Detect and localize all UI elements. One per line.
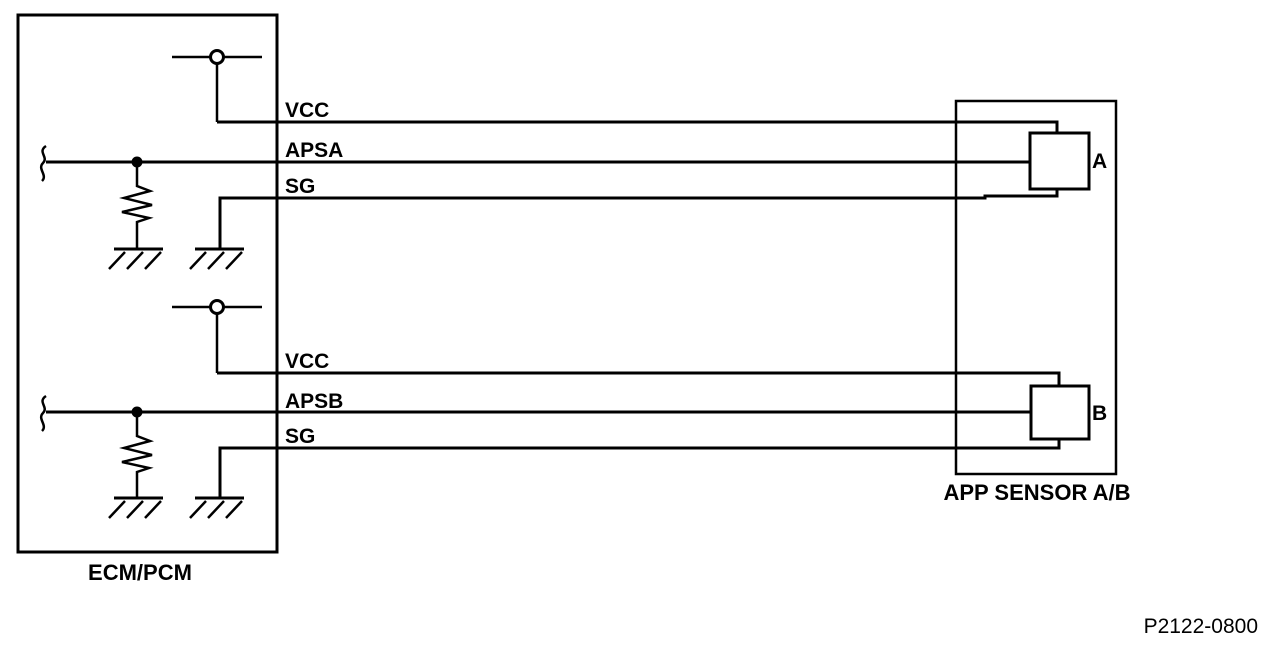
ground-hatch xyxy=(126,500,144,519)
wire-vcc-b xyxy=(217,371,1061,386)
channel-a: VCC APSA SG xyxy=(39,49,1059,270)
ecm-box xyxy=(16,13,279,554)
ground-hatch xyxy=(207,251,225,270)
vcc-a-terminal-circle xyxy=(209,49,225,65)
resistor-b xyxy=(119,412,155,497)
pin-a-label: A xyxy=(1092,150,1107,173)
wire-label-vcc-b: VCC xyxy=(285,350,329,373)
ground-hatch xyxy=(225,500,243,519)
wire-break-squiggle-a xyxy=(39,144,47,182)
wire-sg-a xyxy=(218,189,1059,248)
wire-label-sg-a: SG xyxy=(285,175,315,198)
pin-b-box xyxy=(1029,384,1091,441)
wire-label-apsb: APSB xyxy=(285,390,343,413)
ground-hatch xyxy=(189,251,207,270)
ground-symbol-resistor-a xyxy=(108,247,163,270)
ground-hatch xyxy=(108,500,126,519)
resistor-a xyxy=(119,162,155,248)
figure-code: P2122-0800 xyxy=(1144,615,1258,638)
vcc-b-terminal-circle xyxy=(209,299,225,315)
channel-b: VCC APSB SG xyxy=(39,299,1061,519)
app-sensor-label: APP SENSOR A/B xyxy=(943,480,1130,505)
wire-label-vcc-a: VCC xyxy=(285,99,329,122)
wire-label-apsa: APSA xyxy=(285,139,343,162)
ground-hatch xyxy=(126,251,144,270)
ground-hatch xyxy=(225,251,243,270)
ground-hatch xyxy=(144,500,162,519)
ground-hatch xyxy=(144,251,162,270)
app-sensor-box xyxy=(954,99,1118,476)
wire-label-sg-b: SG xyxy=(285,425,315,448)
ground-hatch xyxy=(189,500,207,519)
wire-sg-b xyxy=(218,439,1061,497)
pin-a-box xyxy=(1028,131,1091,191)
ground-symbol-sg-b xyxy=(189,496,244,519)
ground-symbol-sg-a xyxy=(189,247,244,270)
ground-hatch xyxy=(207,500,225,519)
wire-vcc-a xyxy=(217,120,1059,134)
ground-hatch xyxy=(108,251,126,270)
ecm-label: ECM/PCM xyxy=(88,560,192,585)
pin-b-label: B xyxy=(1092,402,1107,425)
wire-break-squiggle-b xyxy=(39,394,47,432)
ground-symbol-resistor-b xyxy=(108,496,163,519)
